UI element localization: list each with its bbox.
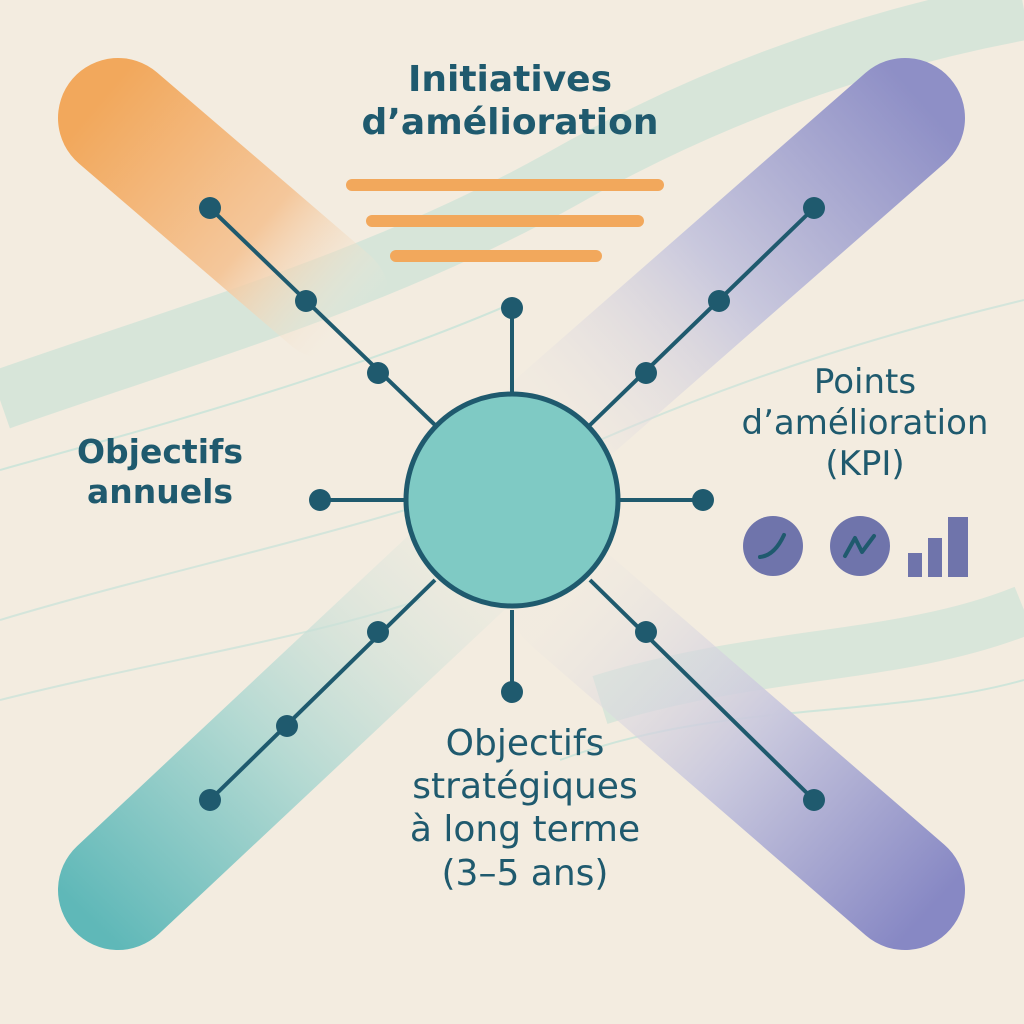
label-line: stratégiques: [412, 766, 638, 808]
label-long-term-objectives: Objectifs stratégiques à long terme (3–5…: [330, 722, 720, 895]
label-improvement-initiatives: Initiatives d’amélioration: [300, 58, 720, 144]
node-dot: [803, 197, 825, 219]
bar-chart-icon: [908, 517, 968, 577]
label-line: Points: [813, 362, 917, 402]
node-dot: [367, 621, 389, 643]
node-dot: [199, 197, 221, 219]
node-dot: [803, 789, 825, 811]
spoke-top-right: [588, 206, 816, 427]
spoke-bottom-left: [208, 578, 437, 802]
label-line: (3–5 ans): [441, 852, 609, 894]
label-line: Objectifs: [445, 723, 605, 764]
zigzag-trend-icon: [830, 516, 890, 576]
spoke-top-left: [208, 206, 437, 427]
label-kpi: Points d’amélioration (KPI): [710, 362, 1020, 484]
node-dots: [199, 197, 825, 811]
node-dot: [635, 362, 657, 384]
node-dot: [309, 489, 331, 511]
label-line: d’amélioration: [361, 102, 659, 144]
label-line: à long terme: [409, 809, 641, 851]
orange-band: [58, 58, 390, 360]
label-annual-objectives: Objectifs annuels: [30, 432, 290, 511]
node-dot: [199, 789, 221, 811]
trend-curve-icon: [743, 516, 803, 576]
node-dot: [692, 489, 714, 511]
spoke-bottom-right: [588, 578, 816, 802]
label-line: (KPI): [825, 443, 905, 484]
label-line: Objectifs: [76, 432, 243, 471]
connector-lines: [208, 206, 816, 802]
central-hub: [403, 391, 621, 609]
node-dot: [708, 290, 730, 312]
node-dot: [295, 290, 317, 312]
node-dot: [635, 621, 657, 643]
label-line: Initiatives: [407, 59, 613, 100]
kpi-icons: [743, 516, 968, 577]
label-line: d’amélioration: [741, 402, 989, 443]
title-underline-bars: [346, 179, 664, 262]
purple-band-top: [500, 58, 965, 480]
purple-band-bottom: [510, 540, 965, 950]
node-dot: [367, 362, 389, 384]
node-dot: [276, 715, 298, 737]
node-dot: [501, 681, 523, 703]
node-dot: [501, 297, 523, 319]
label-line: annuels: [86, 471, 234, 511]
